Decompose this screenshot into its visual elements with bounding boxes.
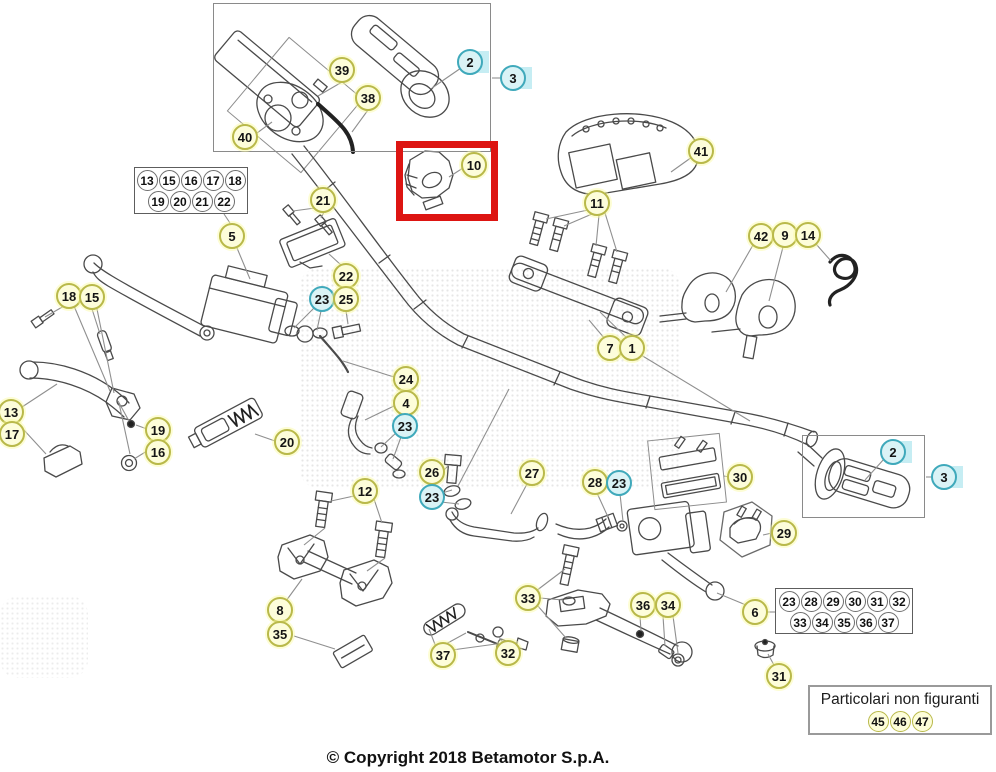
- copyright-text: © Copyright 2018 Betamotor S.p.A.: [326, 748, 610, 767]
- ref-circle-35[interactable]: 35: [833, 612, 855, 633]
- watermark-texture: [0, 596, 88, 678]
- highlight-box-part-10: [396, 141, 498, 221]
- ref-circle-22[interactable]: 22: [213, 191, 235, 212]
- callout-26[interactable]: 26: [419, 459, 445, 485]
- ref-circle-31[interactable]: 31: [866, 591, 888, 612]
- callout-3[interactable]: 3: [500, 65, 526, 91]
- throttle-detail-box: [213, 3, 491, 152]
- callout-23[interactable]: 23: [309, 286, 335, 312]
- ref-circle-34[interactable]: 34: [811, 612, 833, 633]
- watermark-texture: [300, 268, 680, 488]
- part-cable-adjuster: [187, 397, 263, 449]
- ref-circle-47[interactable]: 47: [911, 711, 933, 732]
- ref-circle-46[interactable]: 46: [889, 711, 911, 732]
- callout-20[interactable]: 20: [274, 429, 300, 455]
- ref-circle-28[interactable]: 28: [800, 591, 822, 612]
- callout-10[interactable]: 10: [461, 152, 487, 178]
- missing-parts-title: Particolari non figuranti: [820, 691, 980, 708]
- part-brake-hose: [443, 453, 549, 542]
- ref-circle-16[interactable]: 16: [180, 170, 202, 191]
- callout-41[interactable]: 41: [688, 138, 714, 164]
- callout-28[interactable]: 28: [582, 469, 608, 495]
- part-hot-start: [340, 390, 406, 479]
- ref-circle-36[interactable]: 36: [855, 612, 877, 633]
- part-switch-housings: [659, 272, 796, 360]
- callout-23[interactable]: 23: [606, 470, 632, 496]
- callout-34[interactable]: 34: [655, 592, 681, 618]
- callout-1[interactable]: 1: [619, 335, 645, 361]
- callout-35[interactable]: 35: [267, 621, 293, 647]
- part-bar-clamp: [719, 501, 773, 558]
- part-clamp-plates: [647, 432, 727, 511]
- ref-circle-23[interactable]: 23: [778, 591, 800, 612]
- callout-14[interactable]: 14: [795, 222, 821, 248]
- callout-18[interactable]: 18: [56, 283, 82, 309]
- ref-circle-29[interactable]: 29: [822, 591, 844, 612]
- callout-15[interactable]: 15: [79, 284, 105, 310]
- part-lever-assembly: [545, 544, 693, 667]
- part-dashboard: [557, 113, 700, 195]
- ref-circle-30[interactable]: 30: [844, 591, 866, 612]
- ref-circle-19[interactable]: 19: [147, 191, 169, 212]
- callout-32[interactable]: 32: [495, 640, 521, 666]
- callout-16[interactable]: 16: [145, 439, 171, 465]
- ref-circle-33[interactable]: 33: [789, 612, 811, 633]
- part-risers: [277, 490, 394, 669]
- callout-38[interactable]: 38: [355, 85, 381, 111]
- ref-circle-13[interactable]: 13: [136, 170, 158, 191]
- callout-39[interactable]: 39: [329, 57, 355, 83]
- callout-42[interactable]: 42: [748, 223, 774, 249]
- callout-27[interactable]: 27: [519, 460, 545, 486]
- callout-23[interactable]: 23: [392, 413, 418, 439]
- ref-circle-21[interactable]: 21: [191, 191, 213, 212]
- callout-6[interactable]: 6: [742, 599, 768, 625]
- part-throttle-assembly: [214, 14, 450, 174]
- part-levers: [19, 309, 141, 478]
- ref-circle-17[interactable]: 17: [202, 170, 224, 191]
- callout-25[interactable]: 25: [333, 286, 359, 312]
- callout-22[interactable]: 22: [333, 263, 359, 289]
- callout-23[interactable]: 23: [419, 484, 445, 510]
- ref-circle-32[interactable]: 32: [888, 591, 910, 612]
- part-handlebar: [291, 145, 819, 448]
- ref-circle-37[interactable]: 37: [877, 612, 899, 633]
- ref-circle-20[interactable]: 20: [169, 191, 191, 212]
- callout-7[interactable]: 7: [597, 335, 623, 361]
- ref-circle-45[interactable]: 45: [867, 711, 889, 732]
- part-spiral-cable: [827, 253, 859, 307]
- part-grommet: [754, 638, 776, 659]
- callout-29[interactable]: 29: [771, 520, 797, 546]
- ref-circle-18[interactable]: 18: [224, 170, 246, 191]
- callout-40[interactable]: 40: [232, 124, 258, 150]
- callout-24[interactable]: 24: [393, 366, 419, 392]
- callout-12[interactable]: 12: [352, 478, 378, 504]
- callout-30[interactable]: 30: [727, 464, 753, 490]
- callout-5[interactable]: 5: [219, 223, 245, 249]
- part-mount-bolts: [529, 211, 629, 285]
- callout-8[interactable]: 8: [267, 597, 293, 623]
- ref-circle-15[interactable]: 15: [158, 170, 180, 191]
- callout-31[interactable]: 31: [766, 663, 792, 689]
- part-bar-mount: [508, 255, 649, 337]
- callout-2[interactable]: 2: [880, 439, 906, 465]
- callout-21[interactable]: 21: [310, 187, 336, 213]
- callout-11[interactable]: 11: [584, 190, 610, 216]
- grip-detail-box: [802, 435, 925, 518]
- callout-2[interactable]: 2: [457, 49, 483, 75]
- callout-33[interactable]: 33: [515, 585, 541, 611]
- callout-37[interactable]: 37: [430, 642, 456, 668]
- callout-3[interactable]: 3: [931, 464, 957, 490]
- callout-17[interactable]: 17: [0, 421, 25, 447]
- part-brake-master-cylinder: [83, 204, 362, 374]
- part-grip: [797, 442, 911, 509]
- part-clutch-master-cylinder: [555, 500, 725, 601]
- callout-36[interactable]: 36: [630, 592, 656, 618]
